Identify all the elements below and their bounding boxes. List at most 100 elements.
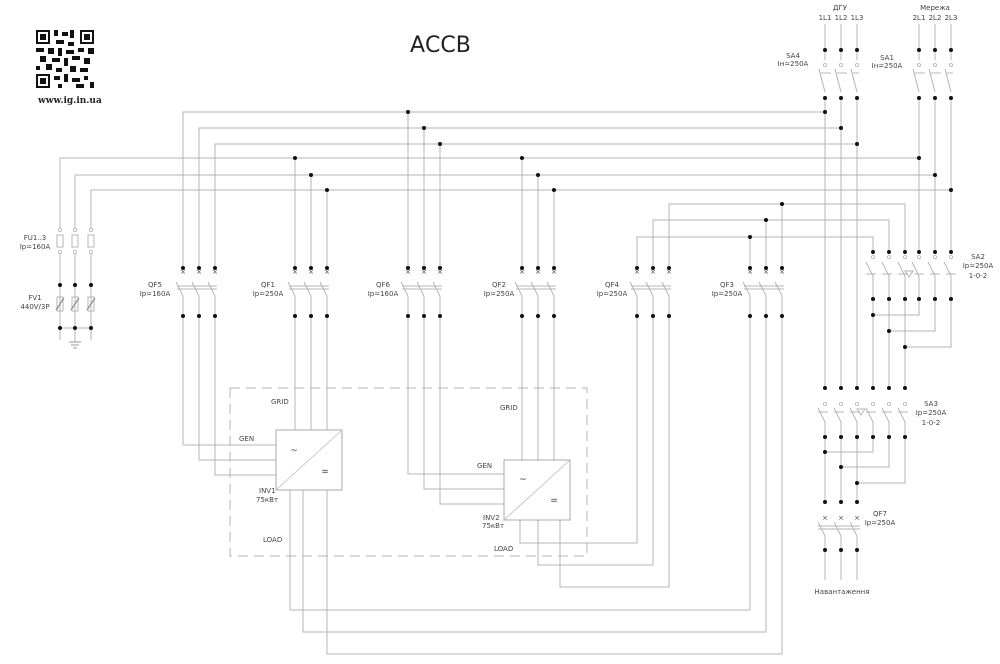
switch-blade: [833, 407, 842, 423]
qf3-rating: Ip=250A: [712, 290, 743, 298]
trip-mark: ×: [324, 268, 330, 276]
junction-node: [855, 48, 859, 52]
wire: [668, 203, 906, 268]
fuse-icon: [71, 234, 79, 248]
wire: [423, 316, 504, 490]
junction-node: [855, 142, 859, 146]
devices: ×××××××××××××××××××××: [55, 63, 958, 537]
junction-node: [181, 266, 185, 270]
junction-node: [887, 329, 891, 333]
junction-node: [949, 188, 953, 192]
inv2-power: 75кВт: [482, 522, 504, 530]
junction-node: [855, 500, 859, 504]
switch-sa4: [818, 63, 860, 93]
junction-node: [438, 142, 442, 146]
qf6-name: QF6: [376, 281, 391, 289]
junction-node: [823, 548, 827, 552]
junction-node: [839, 500, 843, 504]
junction-node: [651, 314, 655, 318]
junction-node: [903, 435, 907, 439]
junction-node: [552, 314, 556, 318]
junction-node: [933, 173, 937, 177]
junction-node: [764, 266, 768, 270]
phase-2l2: 2L2: [929, 14, 942, 22]
inv1-load-label: LOAD: [263, 536, 282, 544]
dc-symbol: =: [321, 467, 329, 477]
inv1-name: INV1: [259, 487, 276, 495]
breaker-qf1: ×××: [287, 268, 330, 297]
trip-mark: ×: [634, 268, 640, 276]
junction-node: [839, 465, 843, 469]
junction-node: [748, 235, 752, 239]
inv2-grid-label: GRID: [500, 404, 518, 412]
surge-protector-name: FV1: [28, 294, 41, 302]
junction-node: [871, 313, 875, 317]
junction-node: [887, 297, 891, 301]
qf2-rating: Ip=250A: [484, 290, 515, 298]
qf6-rating: Ip=160A: [368, 290, 399, 298]
surge-protector-rating: 440V/3P: [20, 303, 49, 311]
junction-node: [855, 96, 859, 100]
trip-mark: ×: [308, 268, 314, 276]
wire: [439, 316, 504, 505]
qr-code: [36, 30, 94, 88]
switch-blade: [897, 407, 906, 423]
interlock-icon: [904, 270, 914, 278]
wire: [289, 316, 751, 611]
junction-node: [823, 500, 827, 504]
junction-node: [89, 283, 93, 287]
sa2-name: SA2: [971, 253, 985, 261]
contact: [871, 254, 876, 259]
junction-node: [73, 283, 77, 287]
inv2-name: INV2: [483, 514, 500, 522]
inv1-grid-label: GRID: [271, 398, 289, 406]
junction-node: [520, 314, 524, 318]
inverter-inv1[interactable]: ~ =: [275, 429, 343, 491]
inv1-diagonal: [275, 429, 343, 491]
trip-mark: ×: [666, 268, 672, 276]
junction-node: [748, 314, 752, 318]
website-url[interactable]: www.ig.in.ua: [37, 96, 102, 106]
junction-node: [949, 48, 953, 52]
junction-node: [855, 481, 859, 485]
junction-node: [325, 266, 329, 270]
contact: [855, 401, 860, 406]
phase-1l2: 1L2: [835, 14, 848, 22]
sa4-name: SA4: [786, 52, 800, 60]
junction-node: [197, 266, 201, 270]
junction-node: [667, 314, 671, 318]
contact: [933, 254, 938, 259]
trip-mark: ×: [405, 268, 411, 276]
junction-node: [438, 314, 442, 318]
inv2-load-label: LOAD: [494, 545, 513, 553]
trip-mark: ×: [519, 268, 525, 276]
diagram-title: АССВ: [410, 33, 471, 58]
wire: [198, 127, 841, 268]
trip-mark: ×: [196, 268, 202, 276]
junction-node: [764, 314, 768, 318]
junction-node: [651, 266, 655, 270]
qf3-name: QF3: [720, 281, 734, 289]
junction-node: [887, 386, 891, 390]
inverter-inv2[interactable]: ~ =: [503, 459, 571, 521]
switch-blade: [865, 407, 874, 423]
varistor-icon: [87, 296, 95, 312]
wire: [214, 143, 857, 268]
inv2-gen-label: GEN: [477, 462, 492, 470]
sa4-rating: Iн=250A: [778, 60, 809, 68]
phase-2l1: 2L1: [913, 14, 926, 22]
junction-node: [780, 202, 784, 206]
wire: [182, 111, 825, 268]
junction-node: [839, 548, 843, 552]
junction-node: [422, 126, 426, 130]
wire: [537, 316, 654, 566]
fuse-icon: [56, 234, 64, 248]
sa1-name: SA1: [880, 54, 894, 62]
junction-node: [949, 250, 953, 254]
qf4-name: QF4: [605, 281, 620, 289]
junction-node: [309, 173, 313, 177]
junction-node: [933, 48, 937, 52]
wire: [59, 157, 919, 230]
sa1-rating: Iн=250A: [872, 62, 903, 70]
